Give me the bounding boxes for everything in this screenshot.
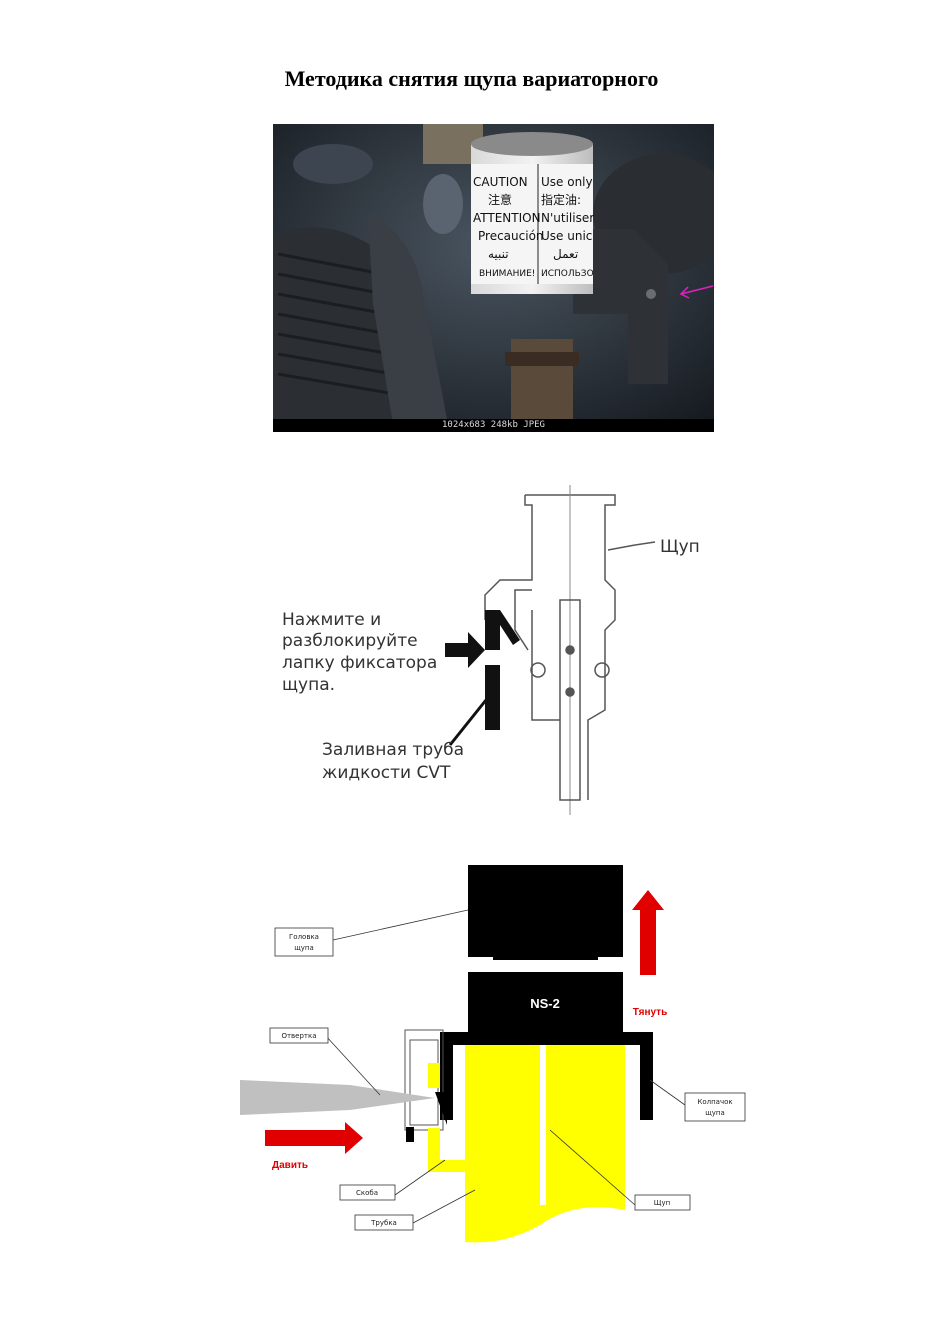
label-dipstick: Щуп — [660, 537, 700, 557]
photo-caption: 1024x683 248kb JPEG — [273, 419, 714, 432]
box-screwdriver: Отвертка — [281, 1032, 316, 1040]
press-arrow-icon — [445, 632, 485, 668]
box-cap-line: щупа — [705, 1109, 725, 1117]
cap-right-line: Use unic — [541, 229, 592, 243]
tube-line: Заливная труба — [322, 740, 464, 760]
page-title: Методика снятия щупа вариаторного — [0, 66, 943, 92]
pull-label: Тянуть — [633, 1007, 667, 1018]
box-head-line: щупа — [294, 944, 314, 952]
push-label: Давить — [272, 1160, 308, 1171]
dipstick-lock-diagram: Щуп Нажмите и разблокируйте лапку фиксат… — [270, 480, 730, 820]
cap-left-line: ВНИМАНИЕ! — [479, 269, 535, 279]
cap-right-line: ИСПОЛЬЗО — [541, 269, 594, 279]
cap-right-line: Use only — [541, 175, 593, 189]
push-arrow-icon — [265, 1122, 363, 1154]
press-line: лапку фиксатора — [282, 653, 437, 673]
press-line: Нажмите и — [282, 610, 381, 630]
box-tube: Трубка — [370, 1219, 397, 1227]
press-line: щупа. — [282, 675, 335, 695]
cap-right-line: 指定油: — [541, 192, 581, 207]
box-bracket: Скоба — [356, 1189, 378, 1197]
dipstick-removal-diagram: NS-2 Тянуть Давить — [235, 860, 755, 1250]
cap-right-line: تعمل — [553, 247, 578, 261]
cap-right-line: N'utiliser — [541, 211, 594, 225]
engine-photo: CAUTION 注意 ATTENTION Precaución تنبيه ВН… — [273, 124, 714, 432]
cap-left-line: CAUTION — [473, 175, 528, 189]
pull-arrow-icon — [632, 890, 664, 975]
press-line: разблокируйте — [282, 631, 418, 651]
box-head-line: Головка — [289, 933, 319, 941]
box-dipstick: Щуп — [654, 1199, 670, 1207]
cap-left-line: تنبيه — [488, 247, 509, 261]
box-cap-line: Колпачок — [697, 1098, 732, 1106]
tube-line: жидкости CVT — [322, 763, 451, 783]
cap-left-line: 注意 — [488, 192, 512, 207]
cap-left-line: ATTENTION — [473, 211, 541, 225]
cap-left-line: Precaución — [478, 229, 544, 243]
head-label: NS-2 — [530, 996, 560, 1011]
